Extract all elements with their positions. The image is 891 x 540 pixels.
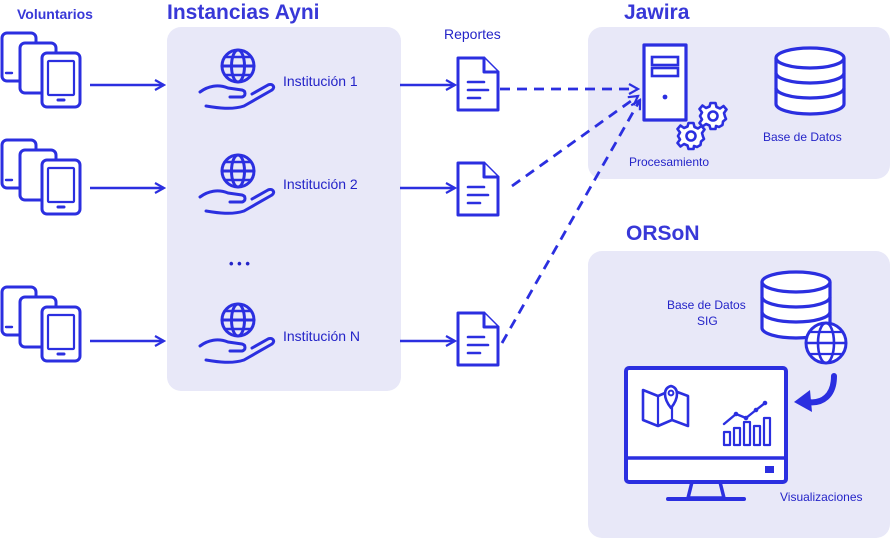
procesamiento-label: Procesamiento bbox=[629, 155, 710, 169]
instancias-heading: Instancias Ayni bbox=[167, 1, 320, 24]
orson-heading: ORSoN bbox=[626, 222, 700, 245]
ellipsis-dots: • • • bbox=[229, 256, 250, 271]
voluntarios-heading: Voluntarios bbox=[17, 6, 93, 22]
monitor-map-chart-icon bbox=[624, 366, 788, 501]
visualizaciones-label: Visualizaciones bbox=[780, 490, 863, 504]
database-globe-icon bbox=[760, 270, 848, 365]
base-datos-sig-label-line2: SIG bbox=[697, 314, 718, 328]
dashed-arrow-report2-server bbox=[511, 96, 638, 188]
dashed-arrow-report3-server bbox=[500, 100, 642, 344]
server-gear-icon bbox=[642, 43, 728, 151]
institucion-n-label: Institución N bbox=[283, 328, 361, 344]
tablet-stack-icon-1 bbox=[0, 31, 82, 109]
document-icon-3 bbox=[456, 311, 500, 367]
base-datos-label: Base de Datos bbox=[763, 130, 842, 144]
hand-globe-icon-3 bbox=[198, 302, 276, 364]
document-icon-1 bbox=[456, 56, 500, 112]
jawira-heading: Jawira bbox=[624, 1, 690, 24]
reportes-heading: Reportes bbox=[444, 26, 501, 42]
tablet-stack-icon-2 bbox=[0, 138, 82, 216]
institucion-1-label: Institución 1 bbox=[283, 73, 358, 89]
document-icon-2 bbox=[456, 161, 500, 217]
hand-globe-icon-2 bbox=[198, 153, 276, 215]
database-icon bbox=[774, 46, 846, 116]
curved-arrow-icon bbox=[794, 373, 837, 412]
tablet-stack-icon-3 bbox=[0, 285, 82, 363]
institucion-2-label: Institución 2 bbox=[283, 176, 358, 192]
base-datos-sig-label-line1: Base de Datos bbox=[667, 298, 746, 312]
hand-globe-icon-1 bbox=[198, 48, 276, 110]
